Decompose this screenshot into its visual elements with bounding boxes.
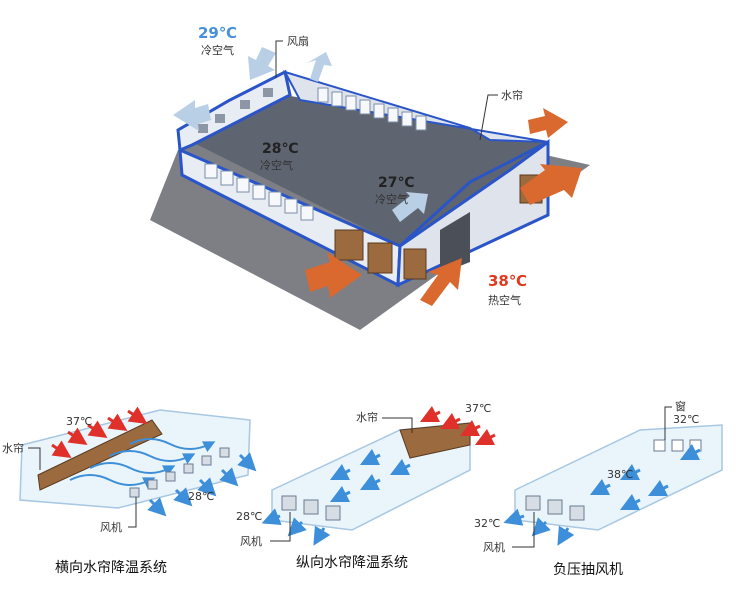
cool-air-label-1: 冷空气 xyxy=(201,43,234,57)
p2-hot-arrows xyxy=(419,405,496,446)
p2-fan-leader xyxy=(270,512,291,542)
p1-flow-waves xyxy=(69,438,216,489)
hot-air-arrows xyxy=(305,108,582,306)
hot-arrow-top xyxy=(528,108,568,138)
p3-temp-mid: 38℃ xyxy=(607,468,633,481)
curtain-leader xyxy=(479,94,498,141)
hot-air-label: 热空气 xyxy=(488,293,521,307)
panel-negative-pressure: 窗 32℃ 38℃ 32℃ 风机 负压抽风机 xyxy=(474,399,723,578)
hot-arrow-center xyxy=(420,258,462,306)
p1-caption: 横向水帘降温系统 xyxy=(55,560,167,576)
cool-air-label-2: 冷空气 xyxy=(260,158,293,172)
p1-hot-arrows xyxy=(51,406,148,458)
p3-fan-label: 风机 xyxy=(483,540,505,554)
p2-inner-arrows xyxy=(329,448,411,503)
p2-out-arrows xyxy=(261,508,331,546)
p2-fan-label: 风机 xyxy=(240,534,262,548)
p1-out-arrows xyxy=(147,452,257,517)
p2-temp-out: 28℃ xyxy=(236,510,262,523)
p3-inner-arrows xyxy=(589,443,701,511)
p3-window-leader xyxy=(664,406,672,440)
p3-out-arrows xyxy=(503,508,575,546)
panel-longitudinal: 水帘 37℃ 28℃ 风机 纵向水帘降温系统 xyxy=(236,402,496,571)
p1-temp-out: 28℃ xyxy=(188,490,214,503)
p1-curtain-label: 水帘 xyxy=(2,441,24,455)
p1-fans xyxy=(129,447,230,498)
p3-windows xyxy=(653,439,702,452)
hot-arrow-right xyxy=(520,164,582,205)
temp-hot: 38℃ xyxy=(488,272,527,290)
p3-temp-in: 32℃ xyxy=(673,413,699,426)
p3-fans xyxy=(525,495,585,521)
hot-arrow-left xyxy=(305,252,362,298)
p2-caption: 纵向水帘降温系统 xyxy=(296,555,408,571)
p3-caption: 负压抽风机 xyxy=(553,562,623,578)
p1-fan-leader xyxy=(128,497,137,528)
roof xyxy=(192,95,548,246)
p1-temp-in: 37℃ xyxy=(66,415,92,428)
p3-temp-out: 32℃ xyxy=(474,517,500,530)
front-windows xyxy=(204,163,314,221)
p2-fans xyxy=(281,495,341,521)
curtain-label: 水帘 xyxy=(501,88,523,102)
temp-inside-2: 27℃ xyxy=(378,175,414,191)
cool-air-label-3: 冷空气 xyxy=(375,192,408,206)
p2-temp-in: 37℃ xyxy=(465,402,491,415)
p1-curtain-leader xyxy=(28,447,41,470)
p1-curtain xyxy=(37,419,163,491)
p2-curtain-label: 水帘 xyxy=(356,410,378,424)
main-building: 29℃ 冷空气 风扇 水帘 28℃ 冷空气 27℃ 冷空气 38℃ 热空气 xyxy=(150,24,590,330)
front-pads xyxy=(334,229,393,274)
p2-curtain-leader xyxy=(382,417,413,433)
p3-window-label: 窗 xyxy=(675,399,686,413)
fan-icons xyxy=(198,88,273,133)
temp-cool: 29℃ xyxy=(198,24,237,42)
back-wall xyxy=(282,70,549,143)
p3-fan-leader xyxy=(512,512,535,548)
p1-fan-label: 风机 xyxy=(100,520,122,534)
fan-label: 风扇 xyxy=(287,34,309,48)
panel-transverse: 37℃ 水帘 28℃ 风机 横向水帘降温系统 xyxy=(2,406,257,576)
cool-air-arrows xyxy=(173,47,428,222)
gable xyxy=(398,140,549,248)
back-windows xyxy=(317,87,427,131)
temp-inside-1: 28℃ xyxy=(262,141,298,157)
fan-leader xyxy=(275,40,283,78)
